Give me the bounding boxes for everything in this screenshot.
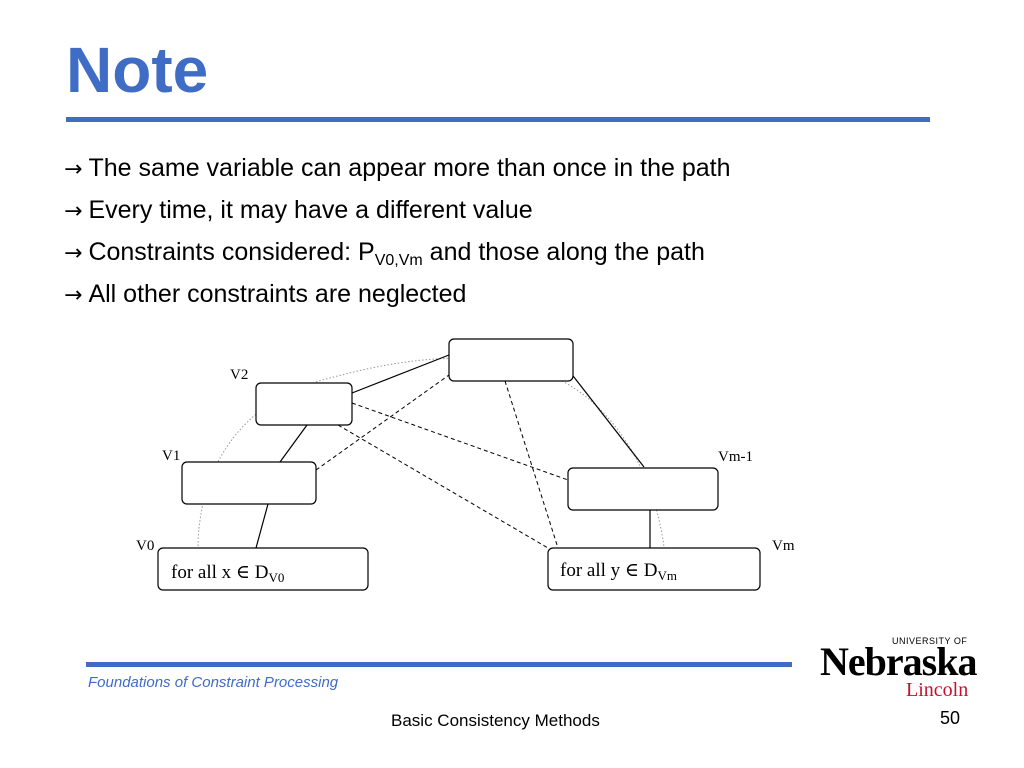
logo-name-text: Nebraska: [820, 639, 977, 684]
domain-text-part: for all x: [171, 562, 236, 583]
node-v0: [157, 547, 369, 591]
logo-university-text: UNIVERSITY OF: [892, 636, 968, 646]
bullet-text: The same variable can appear more than o…: [88, 154, 731, 182]
bullet-item: →All other constraints are neglected: [64, 274, 731, 316]
domain-text-part: D: [638, 560, 658, 581]
node-vm: [547, 547, 761, 591]
bullet-text: Every time, it may have a different valu…: [88, 196, 533, 224]
right-arrow-icon: →: [64, 199, 83, 224]
title-divider: [66, 117, 930, 122]
bullet-item: →The same variable can appear more than …: [64, 148, 731, 190]
edge-top-vm1: [569, 371, 645, 468]
domain-text-part: for all y: [560, 560, 625, 581]
bullet-list: →The same variable can appear more than …: [64, 148, 731, 316]
domain-vm-text: for all y ∈ DVm: [560, 559, 677, 583]
label-v0: V0: [136, 538, 155, 554]
label-vm1: Vm-1: [718, 449, 753, 465]
element-of-symbol: ∈: [624, 559, 639, 581]
right-arrow-icon: →: [64, 283, 83, 308]
edge-v2-top: [351, 354, 450, 394]
edge-v0-v1: [255, 503, 269, 549]
bullet-text: Constraints considered: P: [88, 238, 375, 266]
bullet-text: All other constraints are neglected: [88, 280, 467, 308]
node-vm1: [567, 467, 719, 511]
page-number: 50: [940, 708, 961, 728]
footer-topic: Basic Consistency Methods: [391, 711, 600, 730]
edge-v1-v2: [279, 424, 308, 463]
right-arrow-icon: →: [64, 157, 83, 182]
bullet-subscript: V0,Vm: [374, 252, 423, 269]
node-v1: [181, 461, 317, 505]
label-v1: V1: [162, 448, 181, 464]
domain-subscript: V0: [268, 570, 285, 585]
node-top: [448, 338, 574, 382]
university-logo: UNIVERSITY OF Nebraska Lincoln: [820, 636, 977, 702]
bullet-item: →Constraints considered: PV0,Vm and thos…: [64, 232, 731, 274]
dashed-edge: [337, 424, 549, 549]
footer-divider: [86, 662, 792, 667]
dashed-edge: [315, 374, 450, 471]
bullet-text: and those along the path: [422, 238, 705, 266]
slide-title: Note: [66, 34, 209, 106]
bullet-item: →Every time, it may have a different val…: [64, 190, 731, 232]
domain-v0-text: for all x ∈ DV0: [171, 561, 285, 585]
right-arrow-icon: →: [64, 241, 83, 266]
logo-city-text: Lincoln: [906, 679, 969, 701]
label-v2: V2: [230, 367, 249, 383]
dashed-edge: [351, 402, 569, 481]
element-of-symbol: ∈: [235, 561, 250, 583]
domain-text-part: D: [249, 562, 269, 583]
domain-subscript: Vm: [657, 568, 677, 583]
dashed-edge: [504, 380, 559, 549]
node-v2: [255, 382, 353, 426]
footer-course-title: Foundations of Constraint Processing: [88, 674, 339, 691]
label-vm: Vm: [772, 538, 795, 554]
